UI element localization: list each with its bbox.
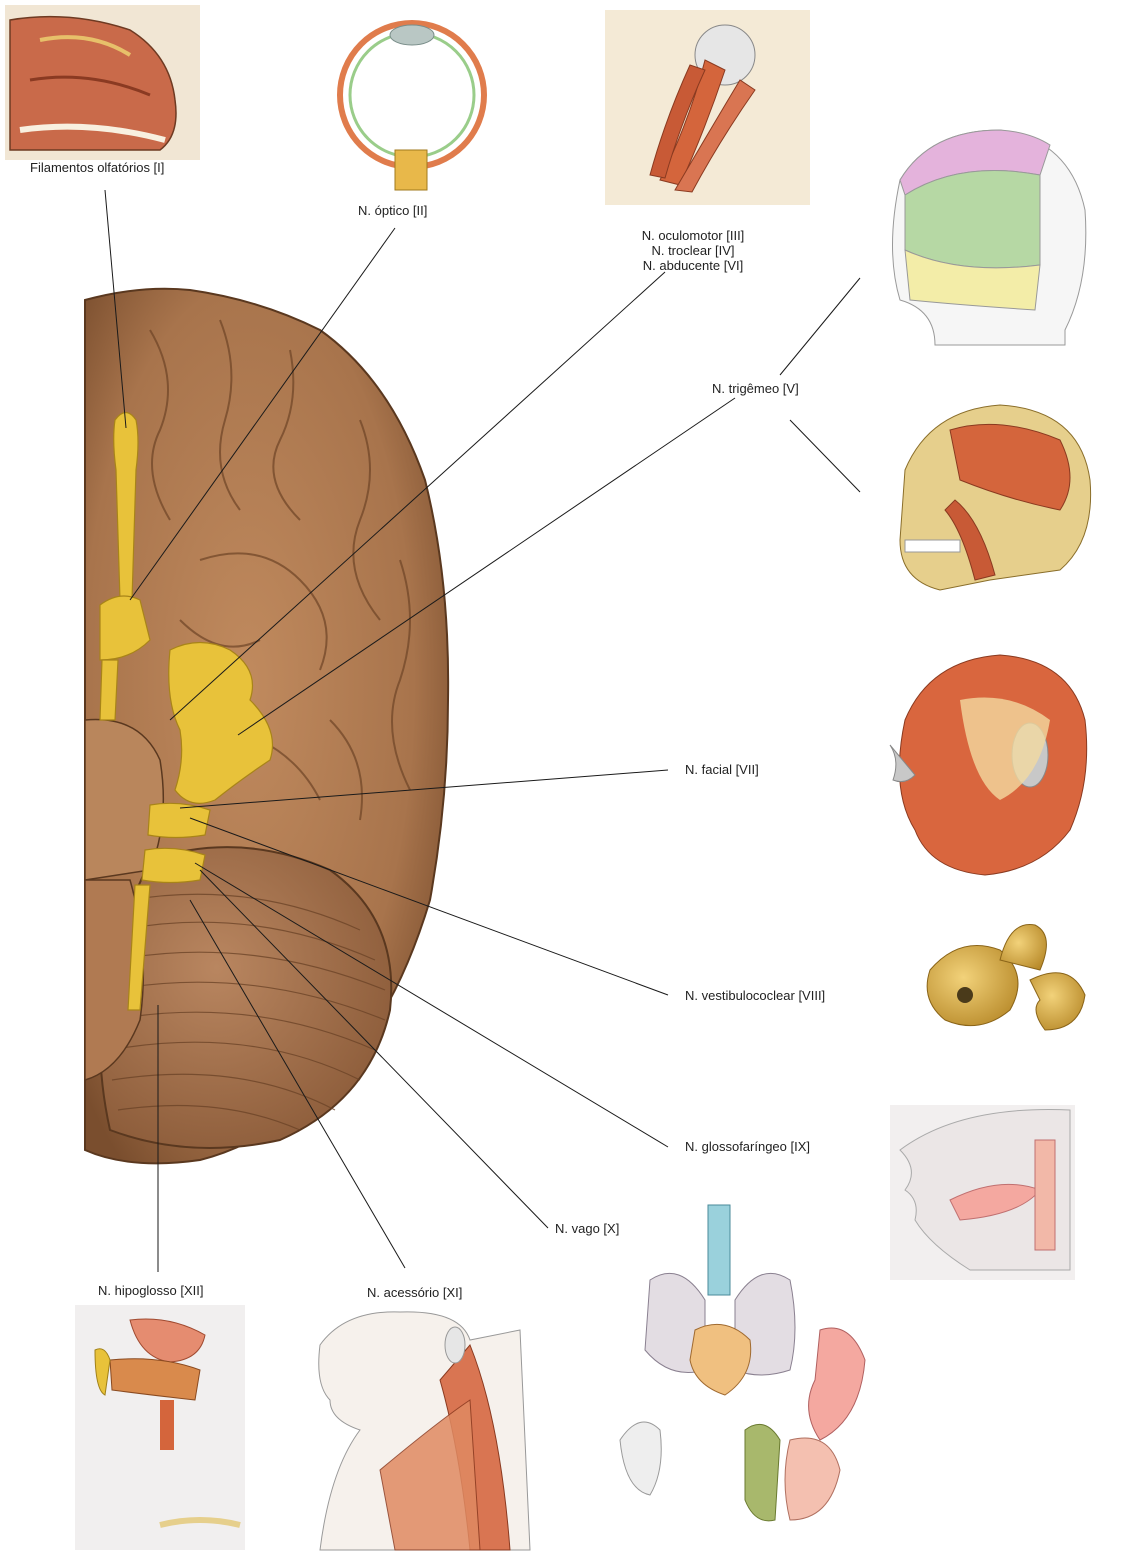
label-vagus: N. vago [X] [555,1221,619,1236]
skull-muscles-illustration [900,405,1091,590]
label-vestibulocochlear: N. vestibulococlear [VIII] [685,988,825,1003]
label-trochlear: N. troclear [IV] [618,243,768,258]
label-glossopharyngeal: N. glossofaríngeo [IX] [685,1139,810,1154]
vagus-organs-illustration [620,1205,865,1521]
head-dermatomes-illustration [893,130,1086,345]
label-oculomotor: N. oculomotor [III] [618,228,768,243]
facial-nerve [148,803,210,837]
label-abducens: N. abducente [VI] [618,258,768,273]
label-trigeminal: N. trigêmeo [V] [712,381,799,396]
vestibulocochlear-nerve [142,848,205,882]
label-hypoglossal: N. hipoglosso [XII] [98,1283,204,1298]
label-accessory: N. acessório [XI] [367,1285,462,1300]
nasal-cavity-illustration [5,5,200,160]
face-muscles-illustration [890,655,1087,875]
label-eye-motor: N. oculomotor [III] N. troclear [IV] N. … [618,228,768,273]
label-optic: N. óptico [II] [358,203,427,218]
neck-accessory-illustration [319,1312,530,1550]
optic-tract [100,660,118,720]
inner-ear-illustration [927,924,1085,1030]
orbit-muscles-illustration [605,10,810,205]
label-olfactory: Filamentos olfatórios [I] [30,160,164,175]
label-facial: N. facial [VII] [685,762,759,777]
tongue-illustration [75,1305,245,1550]
eye-illustration [340,23,484,190]
pharynx-illustration [890,1105,1075,1280]
